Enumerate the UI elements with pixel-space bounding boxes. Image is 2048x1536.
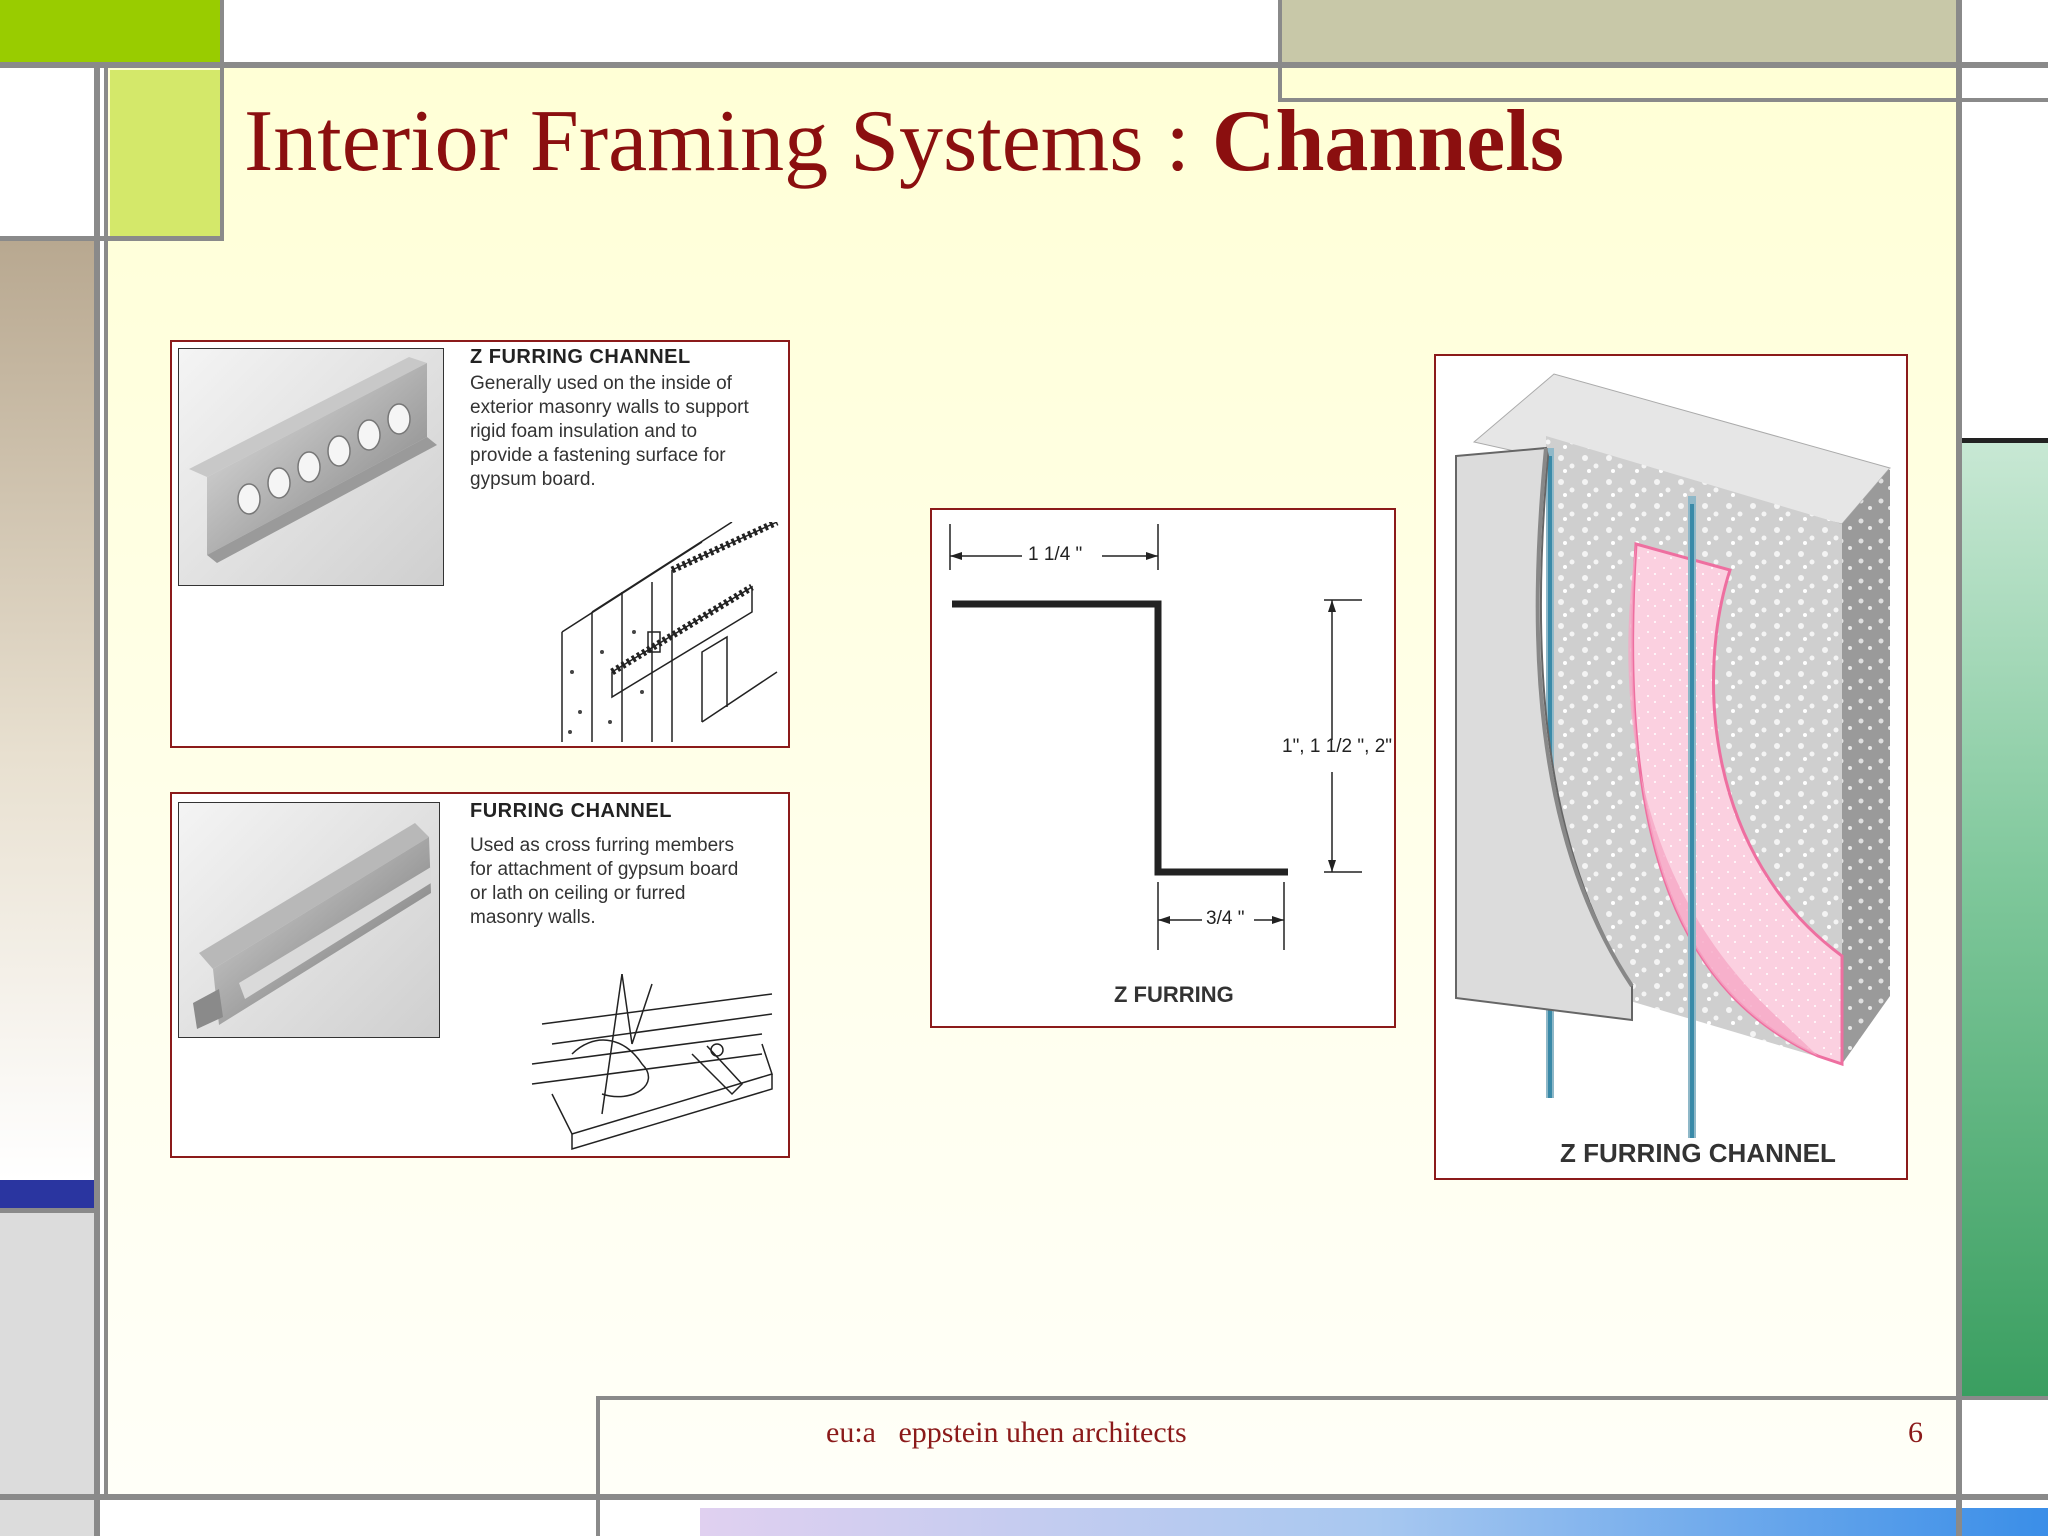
- wall-section-caption: Z FURRING CHANNEL: [1560, 1138, 1836, 1168]
- title-regular: Interior Framing Systems :: [244, 93, 1212, 190]
- grid-line: [596, 1396, 2048, 1400]
- right-green-bar: [1962, 442, 2048, 1398]
- footer-credit: eu:a eppstein uhen architects: [826, 1416, 1187, 1449]
- grid-line: [0, 236, 224, 241]
- z-furring-profile-drawing: [949, 524, 1362, 950]
- description-line: gypsum board.: [470, 469, 596, 490]
- description-line: or lath on ceiling or furred: [470, 883, 686, 904]
- z-furring-profile-panel: 1 1/4 " 1", 1 1/2 ", 2" 3/4 " Z FURRING: [930, 508, 1396, 1028]
- furring-channel-photo: [178, 802, 440, 1038]
- grid-line: [1280, 98, 2048, 102]
- bottom-dimension-label: 3/4 ": [1206, 908, 1245, 929]
- furring-channel-panel: FURRING CHANNEL Used as cross furring me…: [170, 792, 790, 1158]
- z-furring-channel-panel: Z FURRING CHANNEL Generally used on the …: [170, 340, 790, 748]
- description-line: provide a fastening surface for: [470, 445, 726, 466]
- z-channel-photo: [178, 348, 444, 586]
- left-tan-bar: [0, 240, 94, 1180]
- z-furring-description: Generally used on the inside of exterior…: [470, 372, 749, 492]
- grid-line: [94, 62, 100, 1536]
- z-channel-illustration: [189, 357, 437, 563]
- furring-description: Used as cross furring members for attach…: [470, 834, 738, 930]
- grid-line: [0, 1494, 2048, 1500]
- bottom-gradient-bar: [700, 1508, 2048, 1536]
- description-line: exterior masonry walls to support: [470, 397, 749, 418]
- top-dimension-label: 1 1/4 ": [1028, 544, 1083, 565]
- grid-line: [1956, 0, 1962, 1536]
- grid-line: [220, 0, 224, 240]
- z-furring-wall-section-illustration: [1455, 373, 1891, 1138]
- grid-line: [104, 66, 108, 1498]
- grid-line: [596, 1396, 600, 1536]
- grid-line: [0, 62, 2048, 68]
- lime-block: [0, 0, 222, 64]
- z-furring-heading: Z FURRING CHANNEL: [470, 346, 691, 368]
- grid-line: [1278, 0, 1282, 102]
- description-line: rigid foam insulation and to: [470, 421, 698, 442]
- description-line: Generally used on the inside of: [470, 373, 732, 394]
- height-dimension-label: 1", 1 1/2 ", 2": [1282, 736, 1393, 757]
- description-line: Used as cross furring members: [470, 835, 734, 856]
- ceiling-furring-sketch: [531, 974, 773, 1151]
- light-lime-block: [110, 70, 222, 238]
- grid-line: [0, 1208, 96, 1213]
- description-line: masonry walls.: [470, 907, 596, 928]
- slide-title: Interior Framing Systems : Channels: [244, 98, 1564, 186]
- furring-heading: FURRING CHANNEL: [470, 800, 672, 822]
- z-furring-caption: Z FURRING: [1114, 982, 1234, 1007]
- masonry-wall-detail-sketch: [561, 522, 779, 742]
- title-bold: Channels: [1211, 93, 1565, 190]
- description-line: for attachment of gypsum board: [470, 859, 739, 880]
- olive-block: [1280, 0, 1958, 64]
- left-gray-bar: [0, 1212, 94, 1536]
- wall-section-panel: Z FURRING CHANNEL: [1434, 354, 1908, 1180]
- page-number: 6: [1908, 1416, 1923, 1449]
- left-navy-bar: [0, 1180, 94, 1210]
- grid-line: [1962, 438, 2048, 443]
- hat-channel-illustration: [193, 823, 431, 1029]
